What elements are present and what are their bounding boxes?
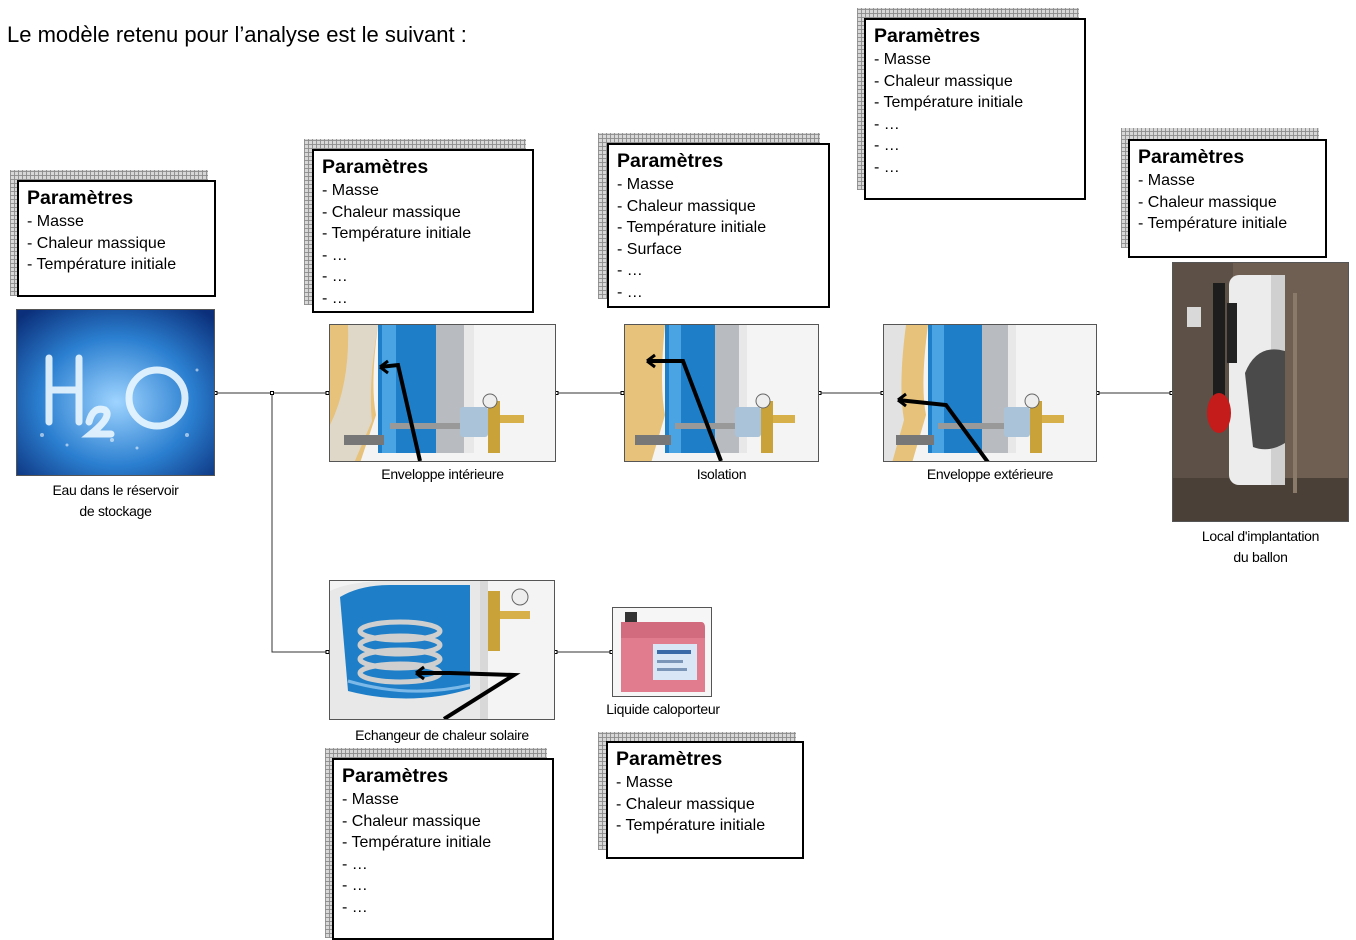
param-item: - Température initiale [617,219,767,236]
param-item: - Chaleur massique [874,72,1013,90]
param-item: - Chaleur massique [1138,193,1277,211]
tank-cutaway-image [329,324,556,462]
params-title: Paramètres [616,748,723,770]
params-box-eau: Paramètres - Masse - Chaleur massique - … [17,180,216,297]
coolant-jerrycan-image [612,607,712,697]
param-item: - … [322,268,348,285]
param-item: - … [617,262,643,279]
params-box-isolation: Paramètres - Masse - Chaleur massique - … [607,143,830,308]
param-item: - Chaleur massique [616,795,755,813]
params-box-local: Paramètres - Masse - Chaleur massique - … [1128,139,1327,258]
param-item: - Température initiale [1138,215,1288,232]
params-box-echangeur: Paramètres - Masse - Chaleur massique - … [332,758,554,940]
param-item: - … [874,158,900,176]
param-item: - … [874,137,900,154]
param-item: - Chaleur massique [27,234,166,252]
tank-cutaway-image [624,324,819,462]
param-item: - Masse [617,176,674,193]
param-item: - Température initiale [322,225,472,242]
param-item: - Masse [1138,172,1195,189]
param-item: - Surface [617,240,682,258]
params-title: Paramètres [617,150,724,172]
param-item: - Chaleur massique [322,203,461,221]
boiler-room-photo [1172,262,1349,522]
wire-eau-echangeur [271,393,328,653]
params-title: Paramètres [27,187,134,209]
caption-local: Local d'implantation du ballon [1172,526,1349,568]
caption-line: de stockage [79,503,152,519]
params-box-enveloppe-exterieure: Paramètres - Masse - Chaleur massique - … [864,18,1086,200]
caption-enveloppe-exterieure: Enveloppe extérieure [926,466,1054,482]
solar-exchanger-image [329,580,555,720]
param-item: - Température initiale [616,817,766,834]
param-item: - … [322,246,348,264]
param-item: - Masse [27,213,84,230]
param-item: - Température initiale [874,94,1024,111]
intro-text: Le modèle retenu pour l’analyse est le s… [7,22,467,47]
params-title: Paramètres [322,156,429,178]
param-item: - Masse [342,791,399,808]
params-box-enveloppe-interieure: Paramètres - Masse - Chaleur massique - … [312,149,534,313]
caption-line: Eau dans le réservoir [52,482,179,498]
param-item: - Température initiale [27,256,177,273]
caption-enveloppe-interieure: Enveloppe intérieure [381,466,504,482]
params-title: Paramètres [342,765,449,787]
params-title: Paramètres [874,25,981,47]
param-item: - … [342,877,368,894]
tank-cutaway-image [883,324,1097,462]
caption-line: Local d'implantation [1201,528,1320,544]
param-item: - … [322,289,348,307]
caption-liquide: Liquide caloporteur [606,701,720,717]
params-title: Paramètres [1138,146,1245,168]
param-item: - Masse [616,774,673,791]
param-item: - Chaleur massique [617,197,756,215]
param-item: - … [342,898,368,916]
param-item: - Chaleur massique [342,812,481,830]
param-item: - … [874,115,900,133]
water-h2o-image [16,309,215,476]
caption-isolation: Isolation [696,466,747,482]
param-item: - Masse [322,182,379,199]
param-item: - … [342,855,368,873]
caption-eau: Eau dans le réservoir de stockage [16,480,215,522]
param-item: - Température initiale [342,834,492,851]
param-item: - Masse [874,51,931,68]
caption-echangeur: Echangeur de chaleur solaire [355,727,529,743]
caption-line: du ballon [1233,549,1288,565]
params-box-liquide: Paramètres - Masse - Chaleur massique - … [606,741,804,859]
param-item: - … [617,283,643,301]
